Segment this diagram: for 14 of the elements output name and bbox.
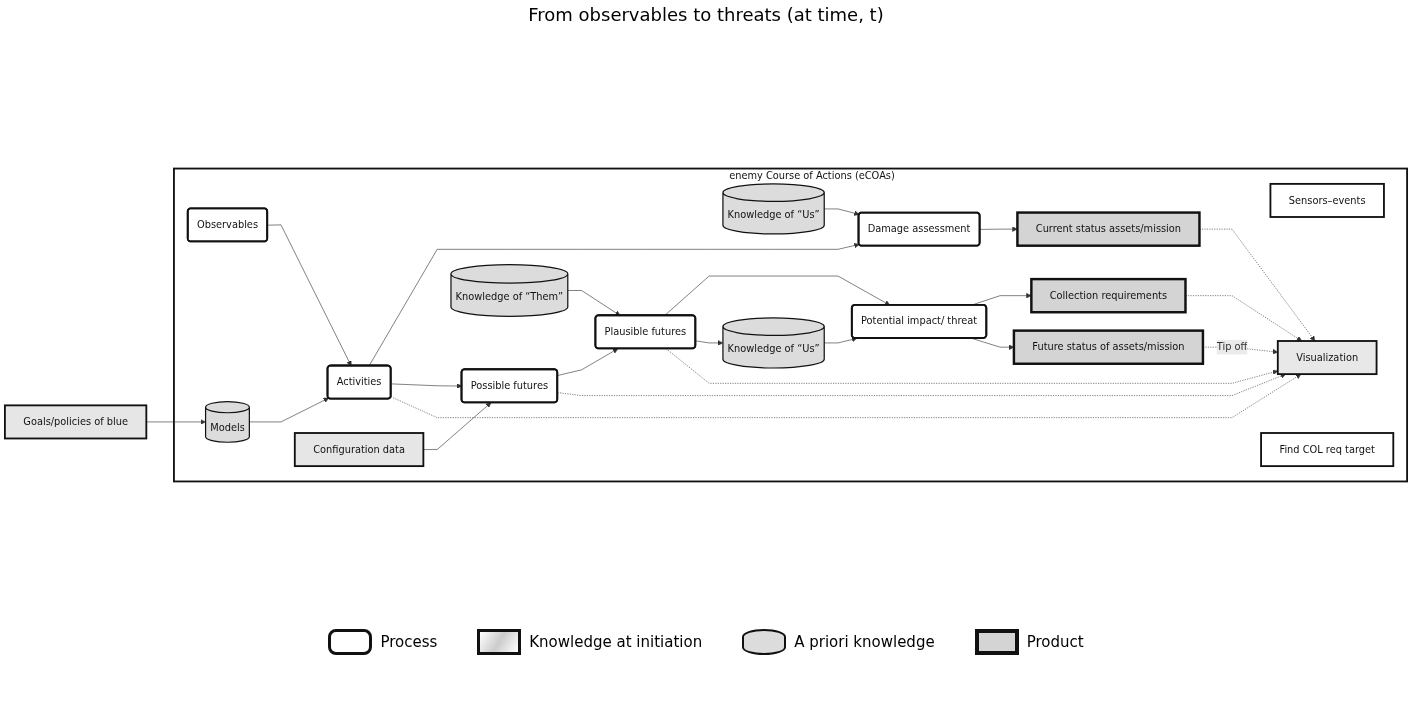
legend-label: Process bbox=[380, 633, 438, 651]
node-box: Visualization bbox=[1276, 340, 1378, 376]
node-box: Future status of assets/mission bbox=[1012, 329, 1205, 365]
node-box: Configuration data bbox=[293, 432, 425, 468]
node-box: Find COL req target bbox=[1260, 432, 1395, 468]
node-box: Current status assets/mission bbox=[1016, 211, 1201, 247]
node-box: Sensors–events bbox=[1269, 182, 1385, 218]
node-box: Goals/policies of blue bbox=[4, 404, 148, 440]
edge-label: Tip off bbox=[1216, 341, 1248, 353]
legend-label: Knowledge at initiation bbox=[529, 633, 703, 651]
legend-label: Product bbox=[1026, 633, 1084, 651]
node-box: Collection requirements bbox=[1030, 277, 1187, 314]
diagram-title: From observables to threats (at time, t) bbox=[527, 4, 885, 25]
legend-label: A priori knowledge bbox=[794, 633, 935, 651]
